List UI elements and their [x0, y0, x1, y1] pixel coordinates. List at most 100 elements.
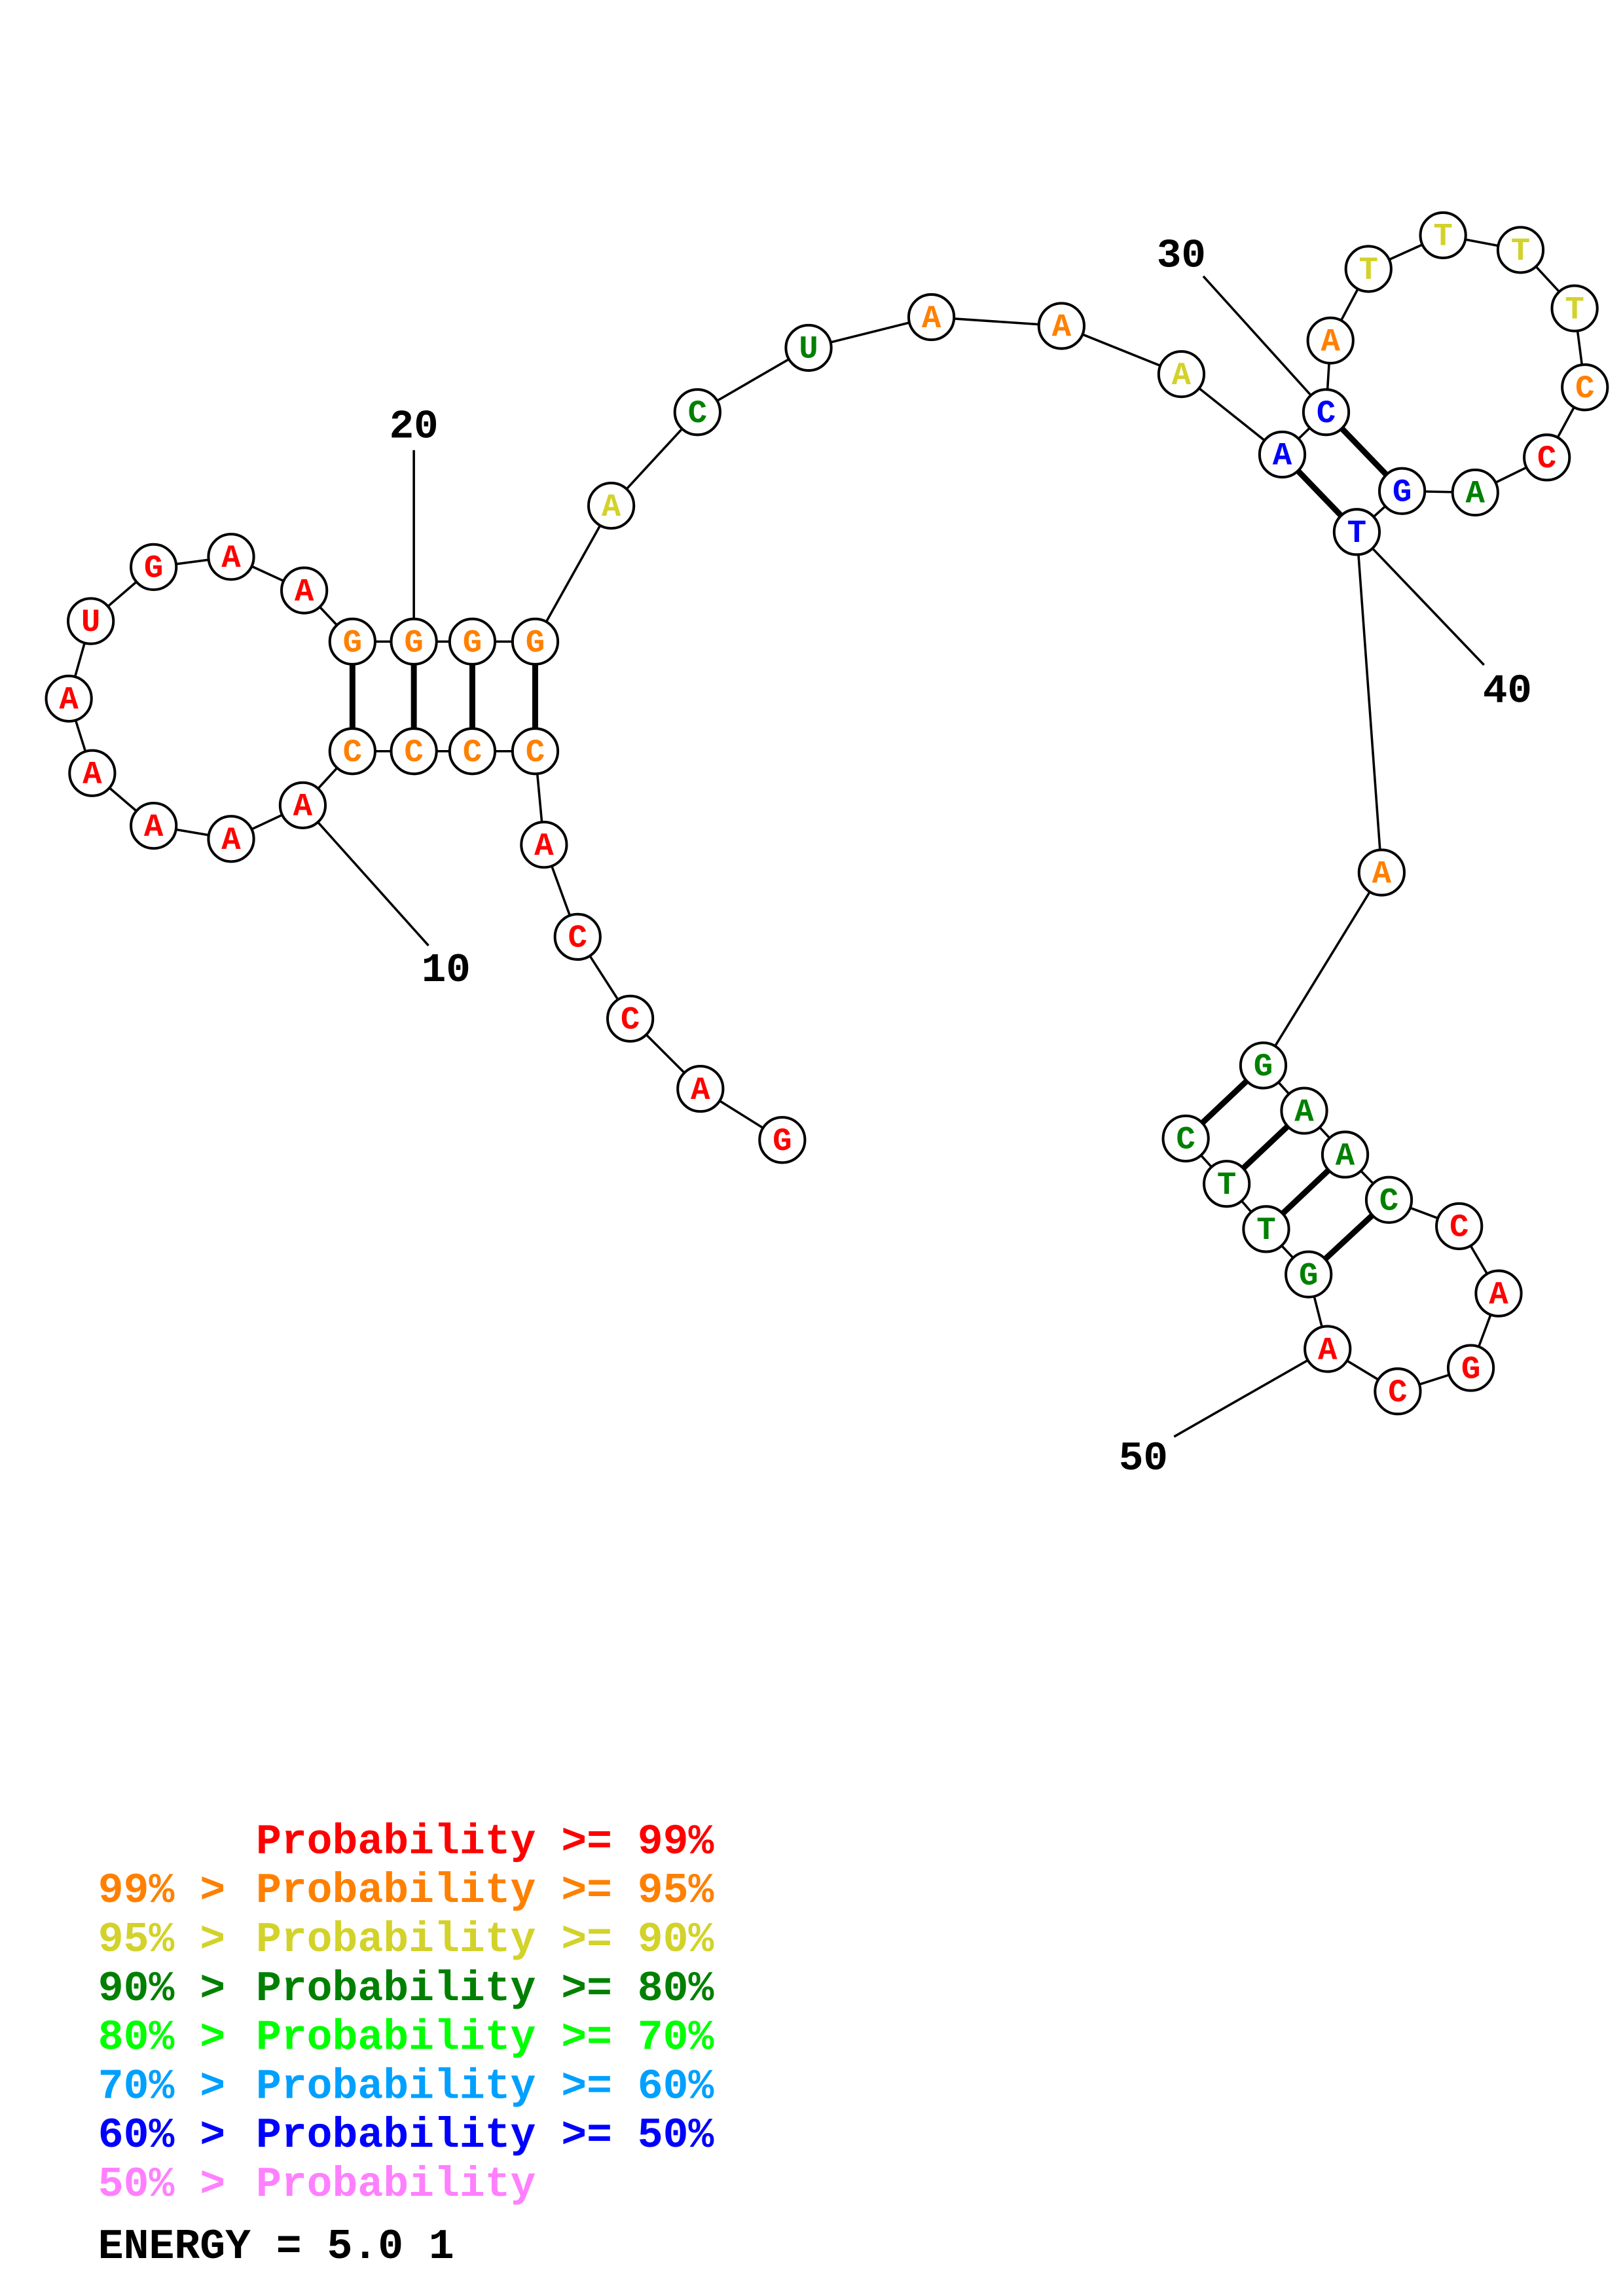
nucleotide-letter: T	[1217, 1167, 1236, 1204]
nucleotide-letter: A	[1172, 357, 1192, 394]
nucleotide: C	[673, 388, 721, 437]
nucleotide-circle	[390, 727, 438, 776]
legend-text: Probability >= 95%	[256, 1867, 714, 1915]
nucleotide-circle	[1344, 245, 1393, 293]
nucleotide-letter: C	[568, 920, 587, 957]
nucleotide-letter: A	[221, 822, 241, 859]
position-label: 30	[1157, 232, 1206, 279]
nucleotide-circle	[207, 533, 255, 581]
nucleotide-letter: G	[526, 625, 545, 662]
nucleotide: C	[448, 727, 497, 776]
nucleotide: A	[278, 781, 327, 829]
nucleotide-circle	[1374, 1367, 1422, 1416]
legend-text: Probability	[256, 2161, 536, 2209]
nucleotide-letter: A	[144, 809, 164, 846]
nucleotide-circle	[1037, 302, 1085, 350]
nucleotide-circle	[68, 749, 117, 797]
legend-entry: 50% > Probability	[98, 2161, 536, 2209]
position-tick	[1202, 275, 1327, 413]
nucleotide: A	[1474, 1269, 1523, 1318]
nucleotide-letter: T	[1433, 219, 1452, 255]
nucleotide-letter: C	[526, 734, 545, 771]
nucleotide-letter: T	[1347, 515, 1366, 552]
nucleotide-circle	[1239, 1041, 1288, 1090]
nucleotide-circle	[606, 994, 655, 1043]
nucleotide-letter: T	[1511, 233, 1530, 270]
nucleotide: G	[448, 617, 497, 666]
legend-prefix: 50% >	[98, 2161, 225, 2209]
nucleotide-letter: A	[293, 789, 313, 825]
nucleotide-letter: A	[1466, 476, 1486, 512]
nucleotide-circle	[1496, 226, 1545, 274]
nucleotide-circle	[1280, 1086, 1328, 1135]
nucleotide-circle	[1157, 350, 1206, 399]
legend-entry: 60% >Probability >= 50%	[98, 2112, 714, 2160]
legend-entry: 70% >Probability >= 60%	[98, 2063, 714, 2111]
nucleotide: A	[207, 815, 255, 863]
nucleotide-letter: G	[1254, 1049, 1273, 1085]
nucleotide-letter: C	[463, 734, 482, 771]
nucleotide-letter: G	[1393, 475, 1412, 511]
legend-entry: 95% >Probability >= 90%	[98, 1916, 714, 1964]
nucleotide-circle	[1357, 848, 1406, 897]
nucleotide-circle	[1474, 1269, 1523, 1318]
nucleotide-circle	[1321, 1130, 1370, 1179]
nucleotide-circle	[207, 815, 255, 863]
nucleotide-circle	[328, 617, 376, 666]
legend-prefix: 95% >	[98, 1916, 225, 1964]
nucleotide: G	[511, 617, 560, 666]
nucleotide: C	[511, 727, 560, 776]
nucleotide: C	[1302, 388, 1351, 437]
nucleotide-letter: T	[1565, 291, 1584, 328]
nucleotide: C	[1374, 1367, 1422, 1416]
nucleotide-letter: C	[1317, 395, 1336, 432]
nucleotide: A	[676, 1064, 725, 1113]
nucleotide: T	[1203, 1160, 1251, 1208]
nucleotide: C	[1561, 363, 1609, 412]
backbone-link	[1355, 531, 1383, 873]
nucleotide-letter: C	[688, 395, 707, 432]
nucleotide-circle	[784, 323, 833, 372]
nucleotide-letter: A	[221, 540, 241, 577]
nucleotide: A	[520, 821, 568, 869]
nucleotide: C	[1161, 1114, 1210, 1163]
nucleotide: G	[1446, 1344, 1495, 1392]
nucleotide-letter: A	[295, 573, 314, 610]
nucleotide: C	[606, 994, 655, 1043]
nucleotide: C	[1364, 1175, 1413, 1224]
position-label: 10	[422, 947, 471, 994]
nucleotide: T	[1332, 508, 1381, 556]
nucleotide-letter: C	[621, 1002, 640, 1039]
position-tick	[1356, 531, 1485, 666]
nucleotide-circle	[130, 802, 178, 850]
nucleotide: A	[1321, 1130, 1370, 1179]
nucleotide-circle	[1451, 468, 1499, 517]
nucleotide: A	[207, 533, 255, 581]
nucleotide-circle	[511, 617, 560, 666]
nucleotide-letter: A	[1372, 855, 1392, 892]
nucleotide: A	[907, 293, 956, 342]
nucleotide: A	[1304, 1325, 1352, 1373]
nucleotide: A	[1451, 468, 1499, 517]
nucleotide: U	[67, 597, 115, 645]
legend-text: Probability >= 70%	[256, 2015, 714, 2062]
nucleotide: G	[758, 1116, 807, 1164]
nucleotide: C	[328, 727, 376, 776]
legend-text: Probability >= 50%	[256, 2112, 714, 2160]
nucleotide-circle	[1302, 388, 1351, 437]
nucleotide-letter: G	[144, 550, 163, 587]
nucleotide-circle	[1332, 508, 1381, 556]
nucleotide-circle	[758, 1116, 807, 1164]
backbone-link	[534, 505, 613, 643]
nucleotide-circle	[1285, 1250, 1333, 1299]
energy-label: ENERGY = 5.0 1	[98, 2223, 454, 2271]
nucleotide-letter: C	[1379, 1183, 1398, 1220]
nucleotide-letter: C	[1176, 1122, 1195, 1158]
nucleotide-circle	[1364, 1175, 1413, 1224]
nucleotide-letter: C	[1575, 370, 1594, 407]
nucleotide-circle	[1378, 467, 1427, 515]
nucleotide-letter: A	[922, 300, 941, 337]
